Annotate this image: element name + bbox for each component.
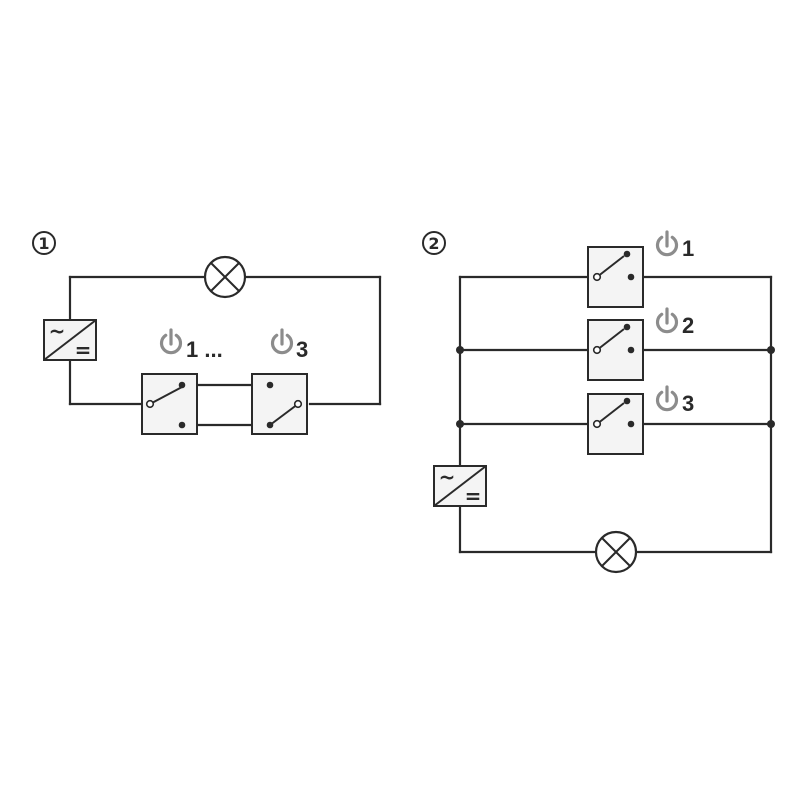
two-way-switch-2-icon xyxy=(251,373,308,435)
power-icon xyxy=(655,230,679,257)
lamp-icon xyxy=(594,530,638,574)
power-icon xyxy=(655,307,679,334)
diagram-2-marker: 2 xyxy=(422,231,446,255)
power-icon xyxy=(270,328,294,355)
junction-dots xyxy=(456,346,775,428)
diagram-2: 2 ~ = xyxy=(422,230,775,574)
diagram-1: 1 ~ = xyxy=(32,231,382,435)
power-supply-icon: ~ = xyxy=(433,465,487,508)
ac-symbol: ~ xyxy=(49,319,66,343)
power-supply-icon: ~ = xyxy=(43,319,97,362)
diagram-2-marker-number: 2 xyxy=(428,234,439,253)
power-icon xyxy=(159,328,183,355)
switch-label-3: 3 xyxy=(296,337,308,362)
switch-2-icon xyxy=(587,319,644,381)
lamp-icon xyxy=(203,255,247,299)
ac-symbol: ~ xyxy=(439,465,456,489)
dc-symbol: = xyxy=(75,338,92,362)
switch-label-1: 1 xyxy=(682,236,694,261)
diagram-2-wires xyxy=(458,275,773,554)
switch-1-icon xyxy=(587,246,644,308)
switch-label-2: 2 xyxy=(682,313,694,338)
switch-label-3: 3 xyxy=(682,391,694,416)
dc-symbol: = xyxy=(465,484,482,508)
two-way-switch-1-icon xyxy=(141,373,198,435)
diagram-1-marker-number: 1 xyxy=(38,234,49,253)
switch-label-1: 1 ... xyxy=(186,337,223,362)
diagram-1-wires xyxy=(68,275,382,427)
switch-3-icon xyxy=(587,393,644,455)
power-icon xyxy=(655,385,679,412)
diagram-1-marker: 1 xyxy=(32,231,56,255)
